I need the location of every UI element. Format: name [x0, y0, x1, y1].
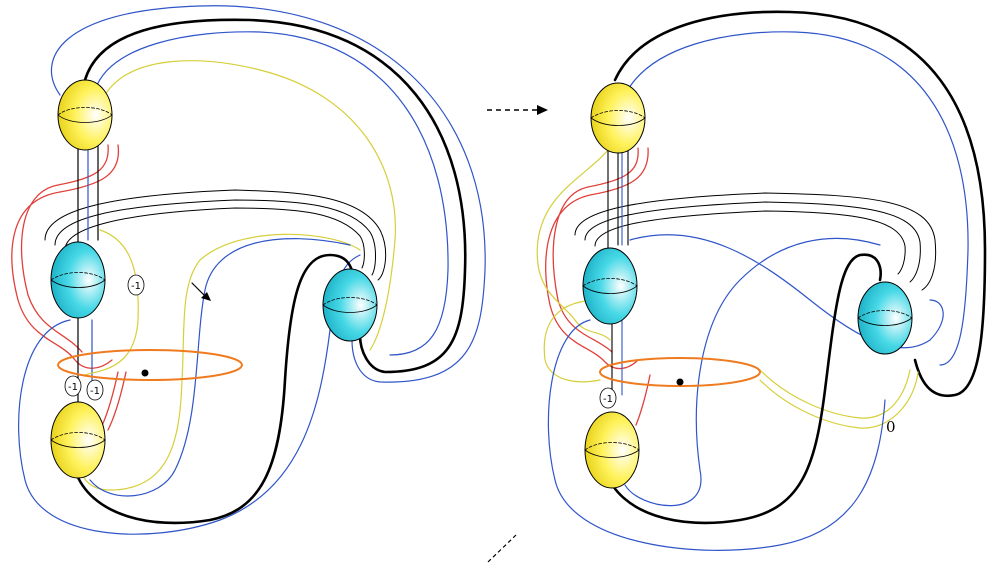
r-blue-lower-loop [547, 319, 886, 551]
black-band-1 [44, 189, 387, 281]
r-ball-left-cyan [582, 247, 638, 325]
r-black-band-3 [594, 210, 906, 275]
r-black-band-2 [584, 201, 921, 283]
ball-right-cyan [322, 268, 378, 342]
black-band-3 [64, 207, 365, 269]
r-ball-right-cyan [857, 281, 913, 355]
black-thick-arc [83, 18, 467, 374]
ball-top-yellow [57, 79, 113, 151]
r-blue-big-loop [629, 234, 944, 349]
badge-c-label: -1 [90, 386, 100, 397]
badge-c: -1 [86, 379, 104, 401]
blue-outer-arc [51, 5, 486, 383]
black-band-2 [54, 199, 376, 276]
badge-a: -1 [127, 274, 145, 296]
r-yellow-bottom-band [759, 369, 911, 419]
dot-icon [141, 369, 149, 377]
r-yellow-left-loop-2 [543, 299, 601, 383]
r-blue-arc [624, 31, 969, 366]
r-badge: -1 [599, 387, 617, 409]
yellow-center-loop [84, 229, 139, 376]
r-vertical-strands [607, 129, 629, 401]
r-black-lower-thick [603, 253, 882, 525]
badge-a-label: -1 [131, 281, 141, 292]
blue-inner-arc [94, 31, 449, 356]
r-red-down [635, 374, 651, 426]
r-ball-top-yellow [590, 82, 646, 154]
dashed-diagonal-icon [487, 534, 517, 563]
badge-b: -1 [64, 375, 82, 397]
badge-b-label: -1 [68, 382, 78, 393]
r-dot-icon [676, 378, 684, 386]
yellow-right-strand [81, 233, 361, 491]
r-red-band-inner [552, 147, 639, 353]
ball-bottom-yellow [50, 401, 106, 479]
r-orange-circle [599, 357, 761, 387]
red-down-strand [99, 371, 119, 431]
orange-dotted-circle [57, 349, 243, 381]
dashed-arrow-icon [487, 105, 548, 115]
r-yellow-bottom-band-2 [759, 371, 919, 429]
r-black-thick-arc [613, 10, 987, 398]
framing-label: 0 [886, 418, 896, 436]
left-diagram: -1 -1 -1 [11, 5, 486, 535]
blue-middle-strand [89, 238, 351, 497]
yellow-top-arc [104, 60, 397, 351]
r-badge-label: -1 [603, 394, 613, 405]
small-arrow-icon [191, 282, 211, 301]
ball-left-cyan [50, 241, 106, 319]
r-yellow-left-loop [536, 144, 613, 341]
r-ball-bottom-yellow [584, 411, 640, 489]
r-blue-crossing [624, 237, 881, 507]
black-lower-thick [73, 253, 355, 525]
right-diagram: -1 0 [536, 10, 987, 551]
r-black-band-1 [574, 192, 937, 291]
